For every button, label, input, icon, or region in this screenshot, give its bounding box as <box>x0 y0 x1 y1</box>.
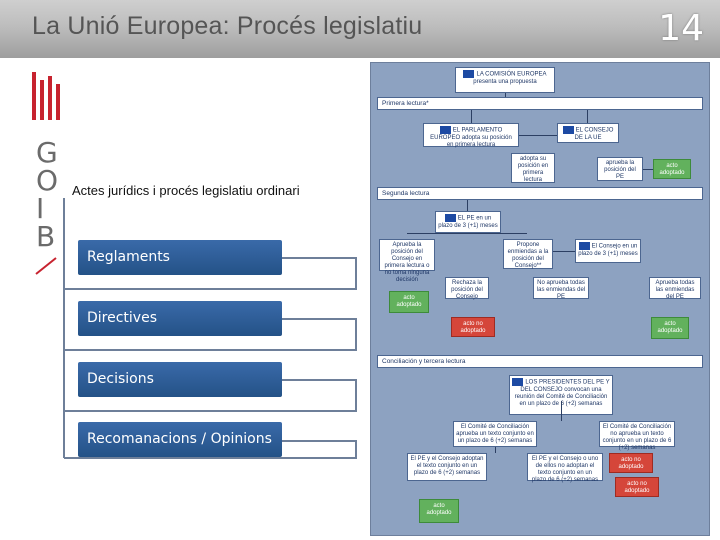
fc-parliament-first: EL PARLAMENTO EUROPEO adopta su posición… <box>423 123 519 148</box>
title-bar: La Unió Europea: Procés legislatiu 14 <box>0 0 720 58</box>
fc-first-reading: Primera lectura* <box>377 97 703 110</box>
fc-rejects: Rechaza la posición del Consejo <box>445 277 489 300</box>
logo-letter-b: B <box>36 220 56 253</box>
item-directives[interactable]: Directives <box>78 301 282 336</box>
logo-slash-icon <box>35 257 57 275</box>
fc-second-reading: Segunda lectura <box>377 187 703 200</box>
fc-council-three-months: El Consejo en un plazo de 3 (+1) meses <box>575 239 641 263</box>
fc-not-approves: No aprueba todas las enmiendas del PE <box>533 277 589 300</box>
fc-adopts-position: adopta su posición en primera lectura <box>511 153 555 183</box>
fc-commission: LA COMISIÓN EUROPEA presenta una propues… <box>455 67 555 93</box>
fc-not-adopted-2: acto no adoptado <box>609 453 653 473</box>
slide-number: 14 <box>658 8 704 49</box>
eu-flag-icon <box>463 70 475 78</box>
fc-both-adopt: El PE y el Consejo adoptan el texto conj… <box>407 453 487 481</box>
fc-adopted-1: acto adoptado <box>653 159 691 179</box>
item-reglaments[interactable]: Reglaments <box>78 240 282 275</box>
eu-flag-icon <box>562 126 574 134</box>
logo-letter-g: G <box>36 136 58 169</box>
goib-logo-bars <box>32 72 60 120</box>
eu-flag-icon <box>512 378 524 386</box>
tree-connectors <box>63 198 357 459</box>
fc-either-not: El PE y el Consejo o uno de ellos no ado… <box>527 453 603 483</box>
eu-flag-icon <box>439 126 451 134</box>
fc-adopted-4: acto adoptado <box>419 499 459 523</box>
eu-flag-icon <box>578 242 590 250</box>
eu-flag-icon <box>444 214 456 222</box>
fc-council-first: EL CONSEJO DE LA UE <box>557 123 619 143</box>
fc-approves-council: Aprueba la posición del Consejo en prime… <box>379 239 435 283</box>
logo-letter-o: O <box>36 164 59 197</box>
fc-not-adopted-1: acto no adoptado <box>451 317 495 337</box>
fc-approves-all: Aprueba todas las enmiendas del PE <box>649 277 701 300</box>
item-recomanacions[interactable]: Recomanacions / Opinions <box>78 422 282 457</box>
slide-title: La Unió Europea: Procés legislatiu <box>32 12 423 40</box>
fc-adopted-3: acto adoptado <box>651 317 689 339</box>
subtitle: Actes jurídics i procés legislatiu ordin… <box>72 183 300 198</box>
fc-not-adopted-3: acto no adoptado <box>615 477 659 497</box>
fc-pe-three-months: EL PE en un plazo de 3 (+1) meses <box>435 211 501 233</box>
fc-approves-position: aprueba la posición del PE <box>597 157 643 181</box>
fc-proposes-amend: Propone enmiendas a la posición del Cons… <box>503 239 553 269</box>
item-decisions[interactable]: Decisions <box>78 362 282 397</box>
logo-letter-i: I <box>36 192 45 225</box>
fc-adopted-2: acto adoptado <box>389 291 429 313</box>
fc-committee-approves: El Comité de Conciliación aprueba un tex… <box>453 421 537 447</box>
fc-conciliation: Conciliación y tercera lectura <box>377 355 703 368</box>
legislative-flowchart: LA COMISIÓN EUROPEA presenta una propues… <box>370 62 710 536</box>
fc-committee-not: El Comité de Conciliación no aprueba un … <box>599 421 675 451</box>
